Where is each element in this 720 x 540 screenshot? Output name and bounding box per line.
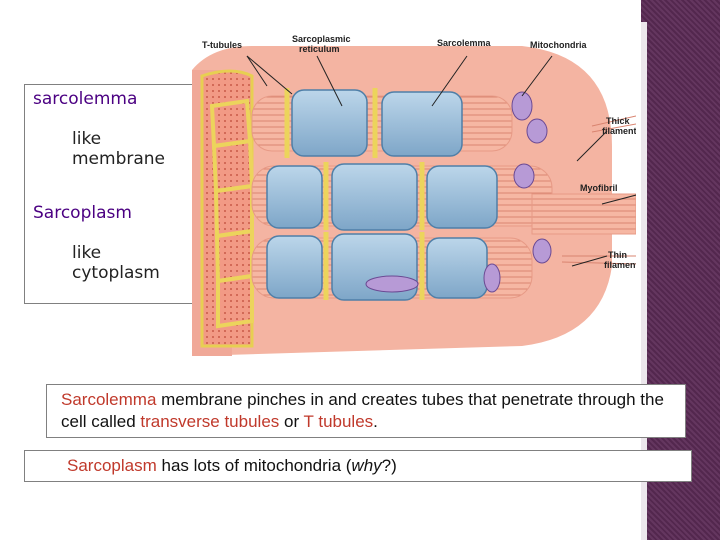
caption-sarcolemma-box: Sarcolemma membrane pinches in and creat… [46, 384, 686, 438]
right-decorative-bar [641, 0, 720, 540]
label-thick-1: Thick [606, 116, 631, 126]
t-tubules-rings [284, 88, 425, 300]
label-leaders [246, 55, 636, 267]
sarcoplasmic-reticulum-sleeves [266, 89, 498, 301]
caption-sarcolemma-text: Sarcolemma membrane pinches in and creat… [61, 390, 664, 431]
label-sr-2: reticulum [299, 44, 340, 54]
myofibril-protrusion [531, 193, 636, 235]
label-thin-1: Thin [608, 250, 627, 260]
label-thick-2: filament [602, 126, 636, 136]
label-thin-2: filament [604, 260, 636, 270]
sarcolemma-desc: like membrane [72, 129, 166, 169]
definitions-box: sarcolemma like membrane Sarcoplasm like… [24, 84, 194, 304]
mitochondria [365, 91, 552, 293]
label-mitochondria: Mitochondria [530, 40, 587, 50]
label-sarcolemma: Sarcolemma [437, 38, 492, 48]
sarcolemma-term: sarcolemma [33, 89, 138, 109]
cross-section [200, 69, 254, 348]
label-sr-1: Sarcoplasmic [292, 34, 351, 44]
filaments [561, 115, 636, 265]
caption-sarcoplasm-box: Sarcoplasm has lots of mitochondria (why… [24, 450, 692, 482]
sarcoplasm-desc: like cytoplasm [72, 243, 160, 283]
label-t-tubules: T-tubules [202, 40, 242, 50]
right-border-edge [641, 22, 647, 540]
caption-sarcoplasm-text: Sarcoplasm has lots of mitochondria (why… [67, 456, 397, 475]
muscle-fiber-diagram: T-tubules Sarcoplasmic reticulum Sarcole… [192, 34, 636, 356]
label-myofibril: Myofibril [580, 183, 618, 193]
sarcoplasm-term: Sarcoplasm [33, 203, 132, 223]
